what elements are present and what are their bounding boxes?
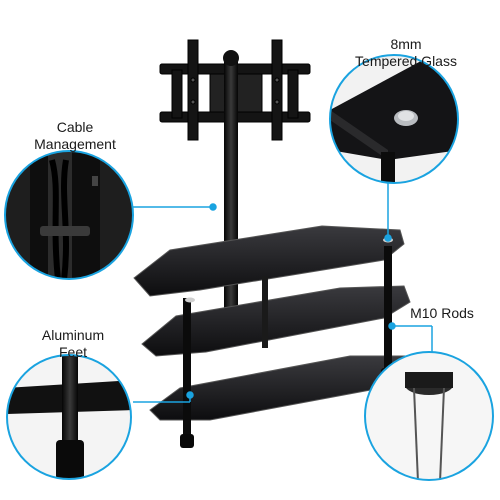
tempered-glass-label-line2: Tempered Glass [355,53,457,69]
zoom-cable-management [4,150,134,280]
aluminum-feet-label: Aluminum Feet [18,327,128,361]
aluminum-feet-label-line2: Feet [58,344,87,360]
cable-management-label-line1: Cable [56,119,94,135]
cable-management-label: Cable Management [20,119,130,153]
glass-shelves [133,225,417,421]
aluminum-feet-label-line1: Aluminum [41,327,105,343]
zoom-tempered-glass [329,54,459,184]
zoom-aluminum-feet [6,354,132,480]
support-rods [183,246,392,442]
tempered-glass-label-line1: 8mm [390,36,422,52]
callout-connectors [133,183,433,403]
tv-stand [133,39,417,448]
cable-management-label-line2: Management [34,136,116,152]
tempered-glass-label: 8mm Tempered Glass [346,36,466,70]
middle-shelf [141,285,411,357]
top-shelf [133,225,405,297]
m10-rods-label: M10 Rods [392,305,492,322]
m10-rods-label-line1: M10 Rods [410,305,474,321]
zoom-m10-rods [364,351,494,481]
